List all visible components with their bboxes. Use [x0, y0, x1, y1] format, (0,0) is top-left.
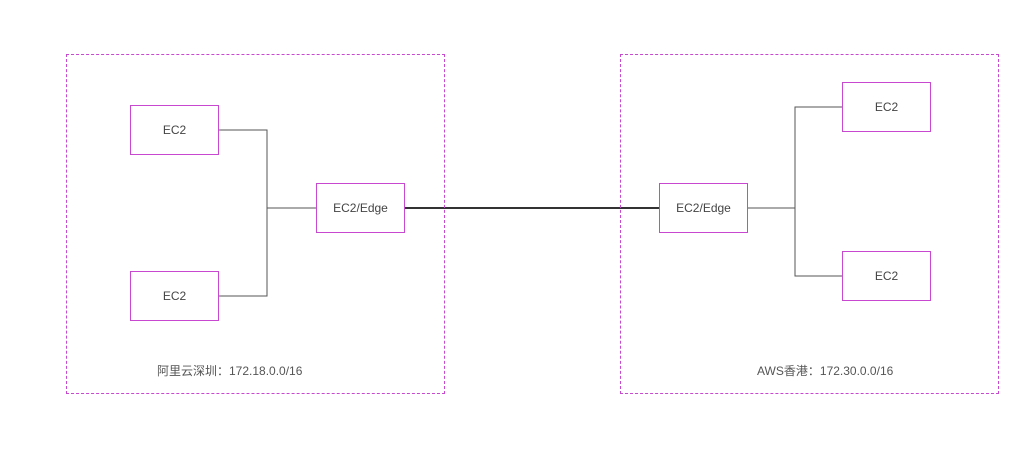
- left-ec2-top[interactable]: EC2: [130, 105, 219, 155]
- right-ec2-top-wire: [748, 106, 842, 209]
- left-region-label: 阿里云深圳：172.18.0.0/16: [157, 364, 303, 378]
- region-aliyun-shenzhen: [66, 54, 445, 394]
- right-ec2-bottom-wire: [794, 208, 842, 277]
- left-ec2-bottom[interactable]: EC2: [130, 271, 219, 321]
- right-ec2-edge[interactable]: EC2/Edge: [659, 183, 748, 233]
- right-ec2-top[interactable]: EC2: [842, 82, 931, 132]
- right-region-label: AWS香港：172.30.0.0/16: [757, 364, 894, 378]
- left-ec2-bottom-wire: [219, 208, 268, 297]
- left-ec2-top-wire: [219, 129, 316, 209]
- right-ec2-bottom[interactable]: EC2: [842, 251, 931, 301]
- region-aws-hongkong: [620, 54, 999, 394]
- left-ec2-edge[interactable]: EC2/Edge: [316, 183, 405, 233]
